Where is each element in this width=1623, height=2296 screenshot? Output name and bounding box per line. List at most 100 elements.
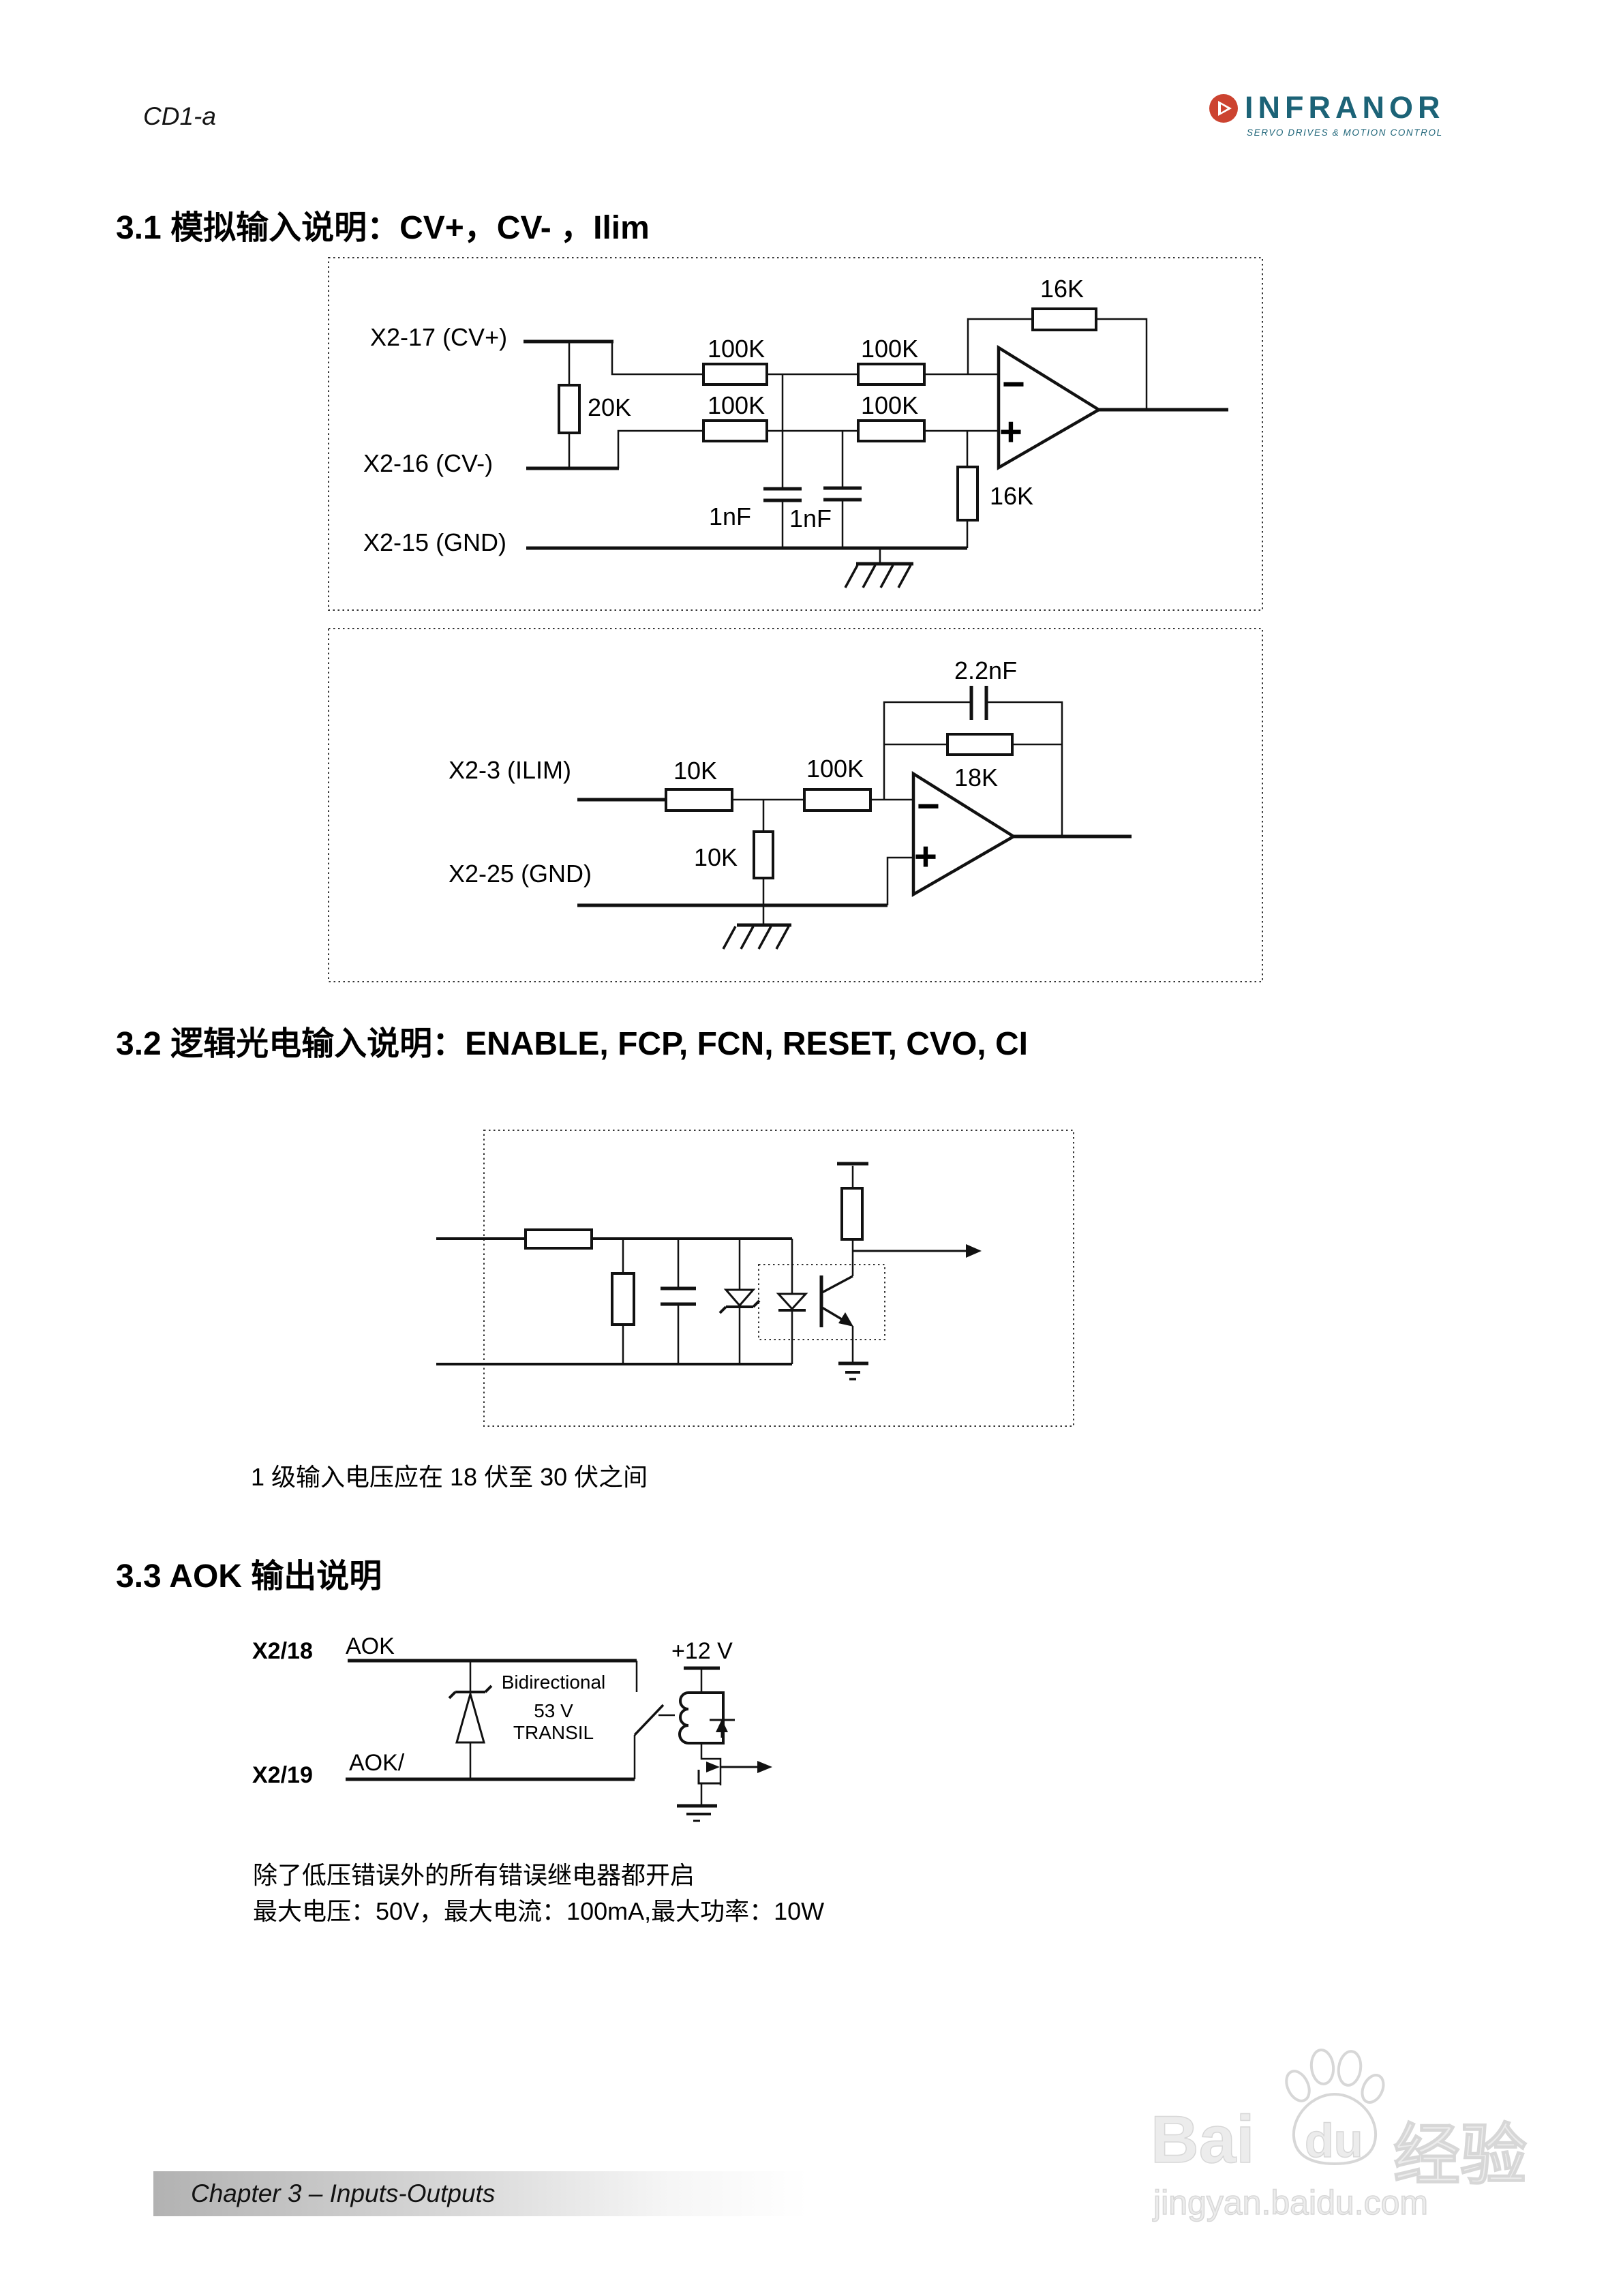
transil-label: TRANSIL (513, 1722, 594, 1743)
transil-label: 53 V (534, 1700, 573, 1721)
resistor-18k-feedback (946, 733, 1014, 756)
transil-diode (448, 1685, 493, 1744)
ground-hatch (722, 926, 790, 950)
paw-toe (1337, 2050, 1363, 2087)
diagram-aok-output: X2/18 AOK X2/19 AOK/ +12 V Bidirectional… (252, 1633, 772, 1822)
pin-label: X2/18 (252, 1638, 313, 1664)
paw-toe (1361, 2074, 1385, 2104)
emitter-arrow (838, 1312, 853, 1327)
value-label: 100K (861, 391, 918, 419)
infranor-logo-icon (1209, 94, 1238, 123)
resistor-100k-top1 (702, 363, 768, 386)
section-heading-3-1: 3.1 模拟输入说明：CV+，CV- ，Ilim (116, 210, 650, 246)
diagram-border (483, 1130, 1074, 1427)
resistor-10k-in (665, 788, 733, 812)
wires (436, 1162, 868, 1380)
pin-label: X2-17 (CV+) (370, 323, 507, 351)
value-label: 18K (954, 764, 998, 791)
resistor-100k-top2 (857, 363, 926, 386)
watermark-brand-b: du (1304, 2113, 1363, 2168)
resistor-16k-plus (956, 466, 979, 522)
diagram-border (328, 257, 1263, 611)
paw-palm (1292, 2092, 1378, 2166)
value-label: 100K (708, 335, 765, 363)
transil-label: Bidirectional (502, 1672, 606, 1693)
diagram-analog-input-ilim: 2.2nF X2-3 (ILIM) 10K 100K 18K 10K X2-25… (328, 628, 1263, 982)
resistor-16k-feedback (1031, 307, 1097, 331)
watermark-brand-a: Bai (1150, 2101, 1255, 2177)
doc-code: CD1-a (143, 102, 216, 130)
resistor-collector (840, 1187, 864, 1241)
resistor-shunt (611, 1272, 635, 1326)
value-label: 100K (708, 391, 765, 419)
pin-label: X2-15 (GND) (363, 528, 506, 556)
resistor-100k-bot1 (702, 419, 768, 442)
note-aok-line2: 最大电压：50V，最大电流：100mA,最大功率：10W (253, 1897, 825, 1925)
transistor-arrow (706, 1762, 720, 1772)
relay-contact-blade (633, 1704, 665, 1736)
value-label: 20K (588, 393, 631, 421)
output-arrow (721, 1761, 772, 1773)
footer-chapter: Chapter 3 – Inputs-Outputs (191, 2179, 496, 2207)
wires (577, 686, 1132, 950)
diagram-opto-input (436, 1130, 1074, 1427)
logo-play-inner (1221, 104, 1228, 112)
resistor-20k (558, 384, 581, 434)
transistor-legs (821, 1275, 853, 1326)
resistors (665, 733, 1014, 879)
supply-label: +12 V (671, 1638, 733, 1664)
arrow-head (757, 1761, 772, 1773)
opamp-plus: + (914, 834, 937, 879)
phototransistor (819, 1275, 853, 1327)
signal-label: AOK/ (349, 1750, 405, 1776)
signal-label: AOK (346, 1633, 395, 1659)
infranor-logo: INFRANOR SERVO DRIVES & MOTION CONTROL (1208, 90, 1453, 147)
diagram-labels: X2-17 (CV+) X2-16 (CV-) X2-15 (GND) 20K … (363, 275, 1084, 556)
watermark-suffix: 经验 (1393, 2117, 1528, 2193)
resistor-10k-gnd (753, 830, 774, 879)
transistor-body (697, 1770, 721, 1785)
paw-toe (1309, 2049, 1335, 2085)
value-label: 2.2nF (954, 656, 1017, 684)
pin-label: X2-25 (GND) (449, 860, 592, 888)
logo-tagline: SERVO DRIVES & MOTION CONTROL (1247, 127, 1443, 138)
opamp-minus: − (1002, 362, 1025, 406)
diodes (718, 1288, 808, 1314)
value-label: 16K (1040, 275, 1084, 303)
zener-bar (718, 1299, 761, 1314)
relay-coil (678, 1691, 725, 1744)
output-transistor (697, 1762, 721, 1785)
zener-diode (723, 1288, 756, 1308)
note-aok: 除了低压错误外的所有错误继电器都开启 最大电压：50V，最大电流：100mA,最… (253, 1857, 824, 1929)
resistors (558, 307, 1097, 522)
value-label: 1nF (789, 504, 832, 532)
value-label: 10K (673, 757, 717, 785)
section-heading-3-2: 3.2 逻辑光电输入说明：ENABLE, FCP, FCN, RESET, CV… (116, 1026, 1028, 1062)
coil-arrow (710, 1719, 735, 1738)
resistor-series (524, 1228, 593, 1250)
note-input-voltage: 1 级输入电压应在 18 伏至 30 伏之间 (251, 1463, 648, 1491)
capacitor-plates (763, 486, 862, 502)
value-label: 100K (806, 755, 864, 783)
footer-bar: Chapter 3 – Inputs-Outputs (153, 2171, 843, 2216)
led-diode (776, 1293, 808, 1311)
capacitor-plates (661, 1286, 696, 1306)
opamp-minus: − (917, 784, 940, 828)
ground-hatch (844, 564, 912, 588)
value-label: 100K (861, 335, 918, 363)
resistor-100k-bot2 (857, 419, 926, 442)
capacitor-plates (969, 686, 988, 720)
logo-brand-text: INFRANOR (1245, 90, 1445, 125)
resistors (524, 1187, 864, 1326)
value-label: 1nF (709, 502, 751, 530)
diagram-border (328, 628, 1263, 982)
transil-triangle (455, 1690, 485, 1744)
arrow-head (966, 1244, 982, 1258)
pin-label: X2/19 (252, 1762, 313, 1788)
opamp-triangle (997, 344, 1102, 470)
section-heading-3-3: 3.3 AOK 输出说明 (116, 1558, 382, 1595)
output-arrow (853, 1244, 982, 1258)
arrow-head-up (716, 1719, 728, 1732)
baidu-paw-icon (1285, 2049, 1385, 2166)
